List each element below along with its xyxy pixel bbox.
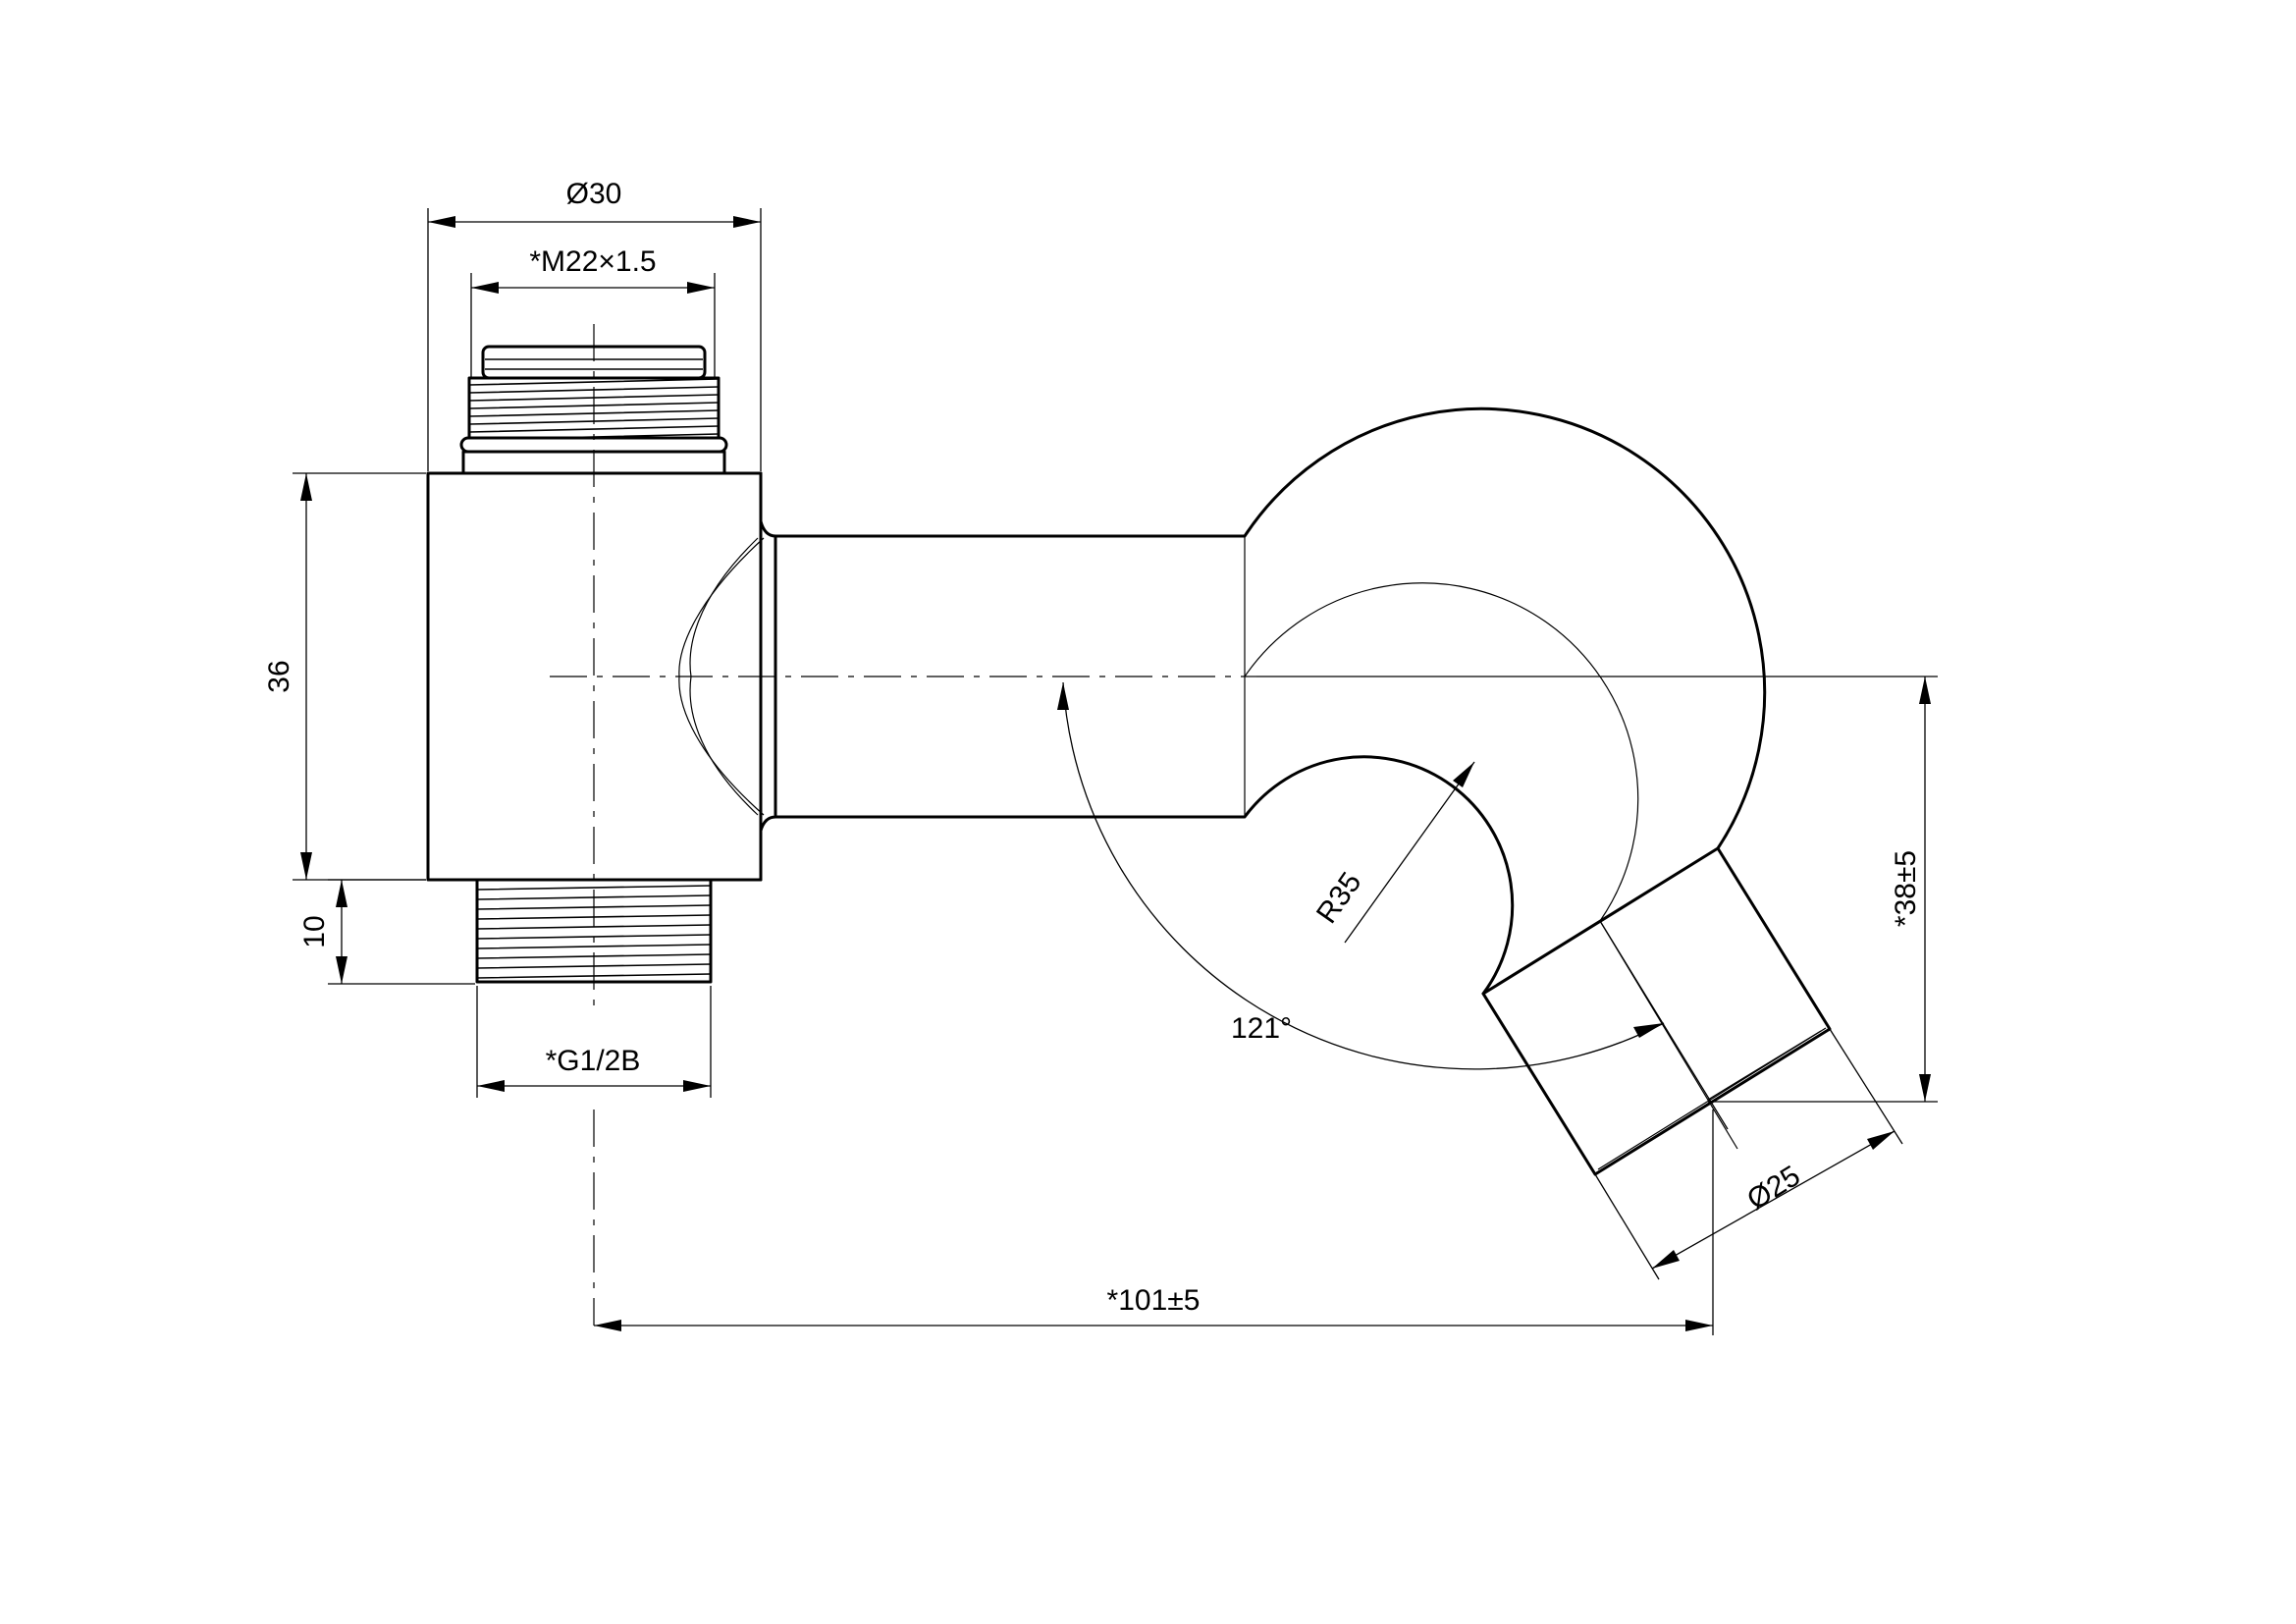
dim-top-thread: *M22×1.5: [470, 245, 716, 378]
dim-bend-radius: R35: [1310, 761, 1475, 944]
dim-bend-angle-label: 121°: [1231, 1012, 1292, 1045]
dim-outer-diameter: Ø30: [427, 178, 762, 471]
dim-bottom-thread-length-label: 10: [298, 915, 331, 947]
dim-outer-diameter-label: Ø30: [566, 178, 622, 210]
dim-bottom-thread-label: *G1/2B: [546, 1045, 641, 1077]
dim-bend-radius-label: R35: [1310, 867, 1368, 930]
outlet-band-line-3: [1707, 1030, 1822, 1101]
dim-body-height: 36: [263, 472, 426, 881]
dim-projection: *101±5: [594, 1110, 1714, 1335]
dim-outlet-drop-label: *38±5: [1890, 850, 1922, 927]
dim-bottom-thread-length: 10: [298, 879, 475, 985]
bend-centerline: [1244, 582, 1639, 922]
dim-outlet-diameter-label: Ø25: [1741, 1160, 1806, 1217]
dim-bottom-thread: *G1/2B: [476, 986, 712, 1098]
spout-pipe: [759, 406, 1832, 1176]
dim-body-height-label: 36: [263, 660, 295, 692]
dim-projection-label: *101±5: [1107, 1284, 1201, 1317]
dim-top-thread-label: *M22×1.5: [529, 245, 656, 278]
top-thread-groove: [459, 436, 728, 454]
dim-bend-angle: 121°: [1057, 681, 1729, 1130]
dim-outlet-drop: *38±5: [1256, 676, 1938, 1103]
